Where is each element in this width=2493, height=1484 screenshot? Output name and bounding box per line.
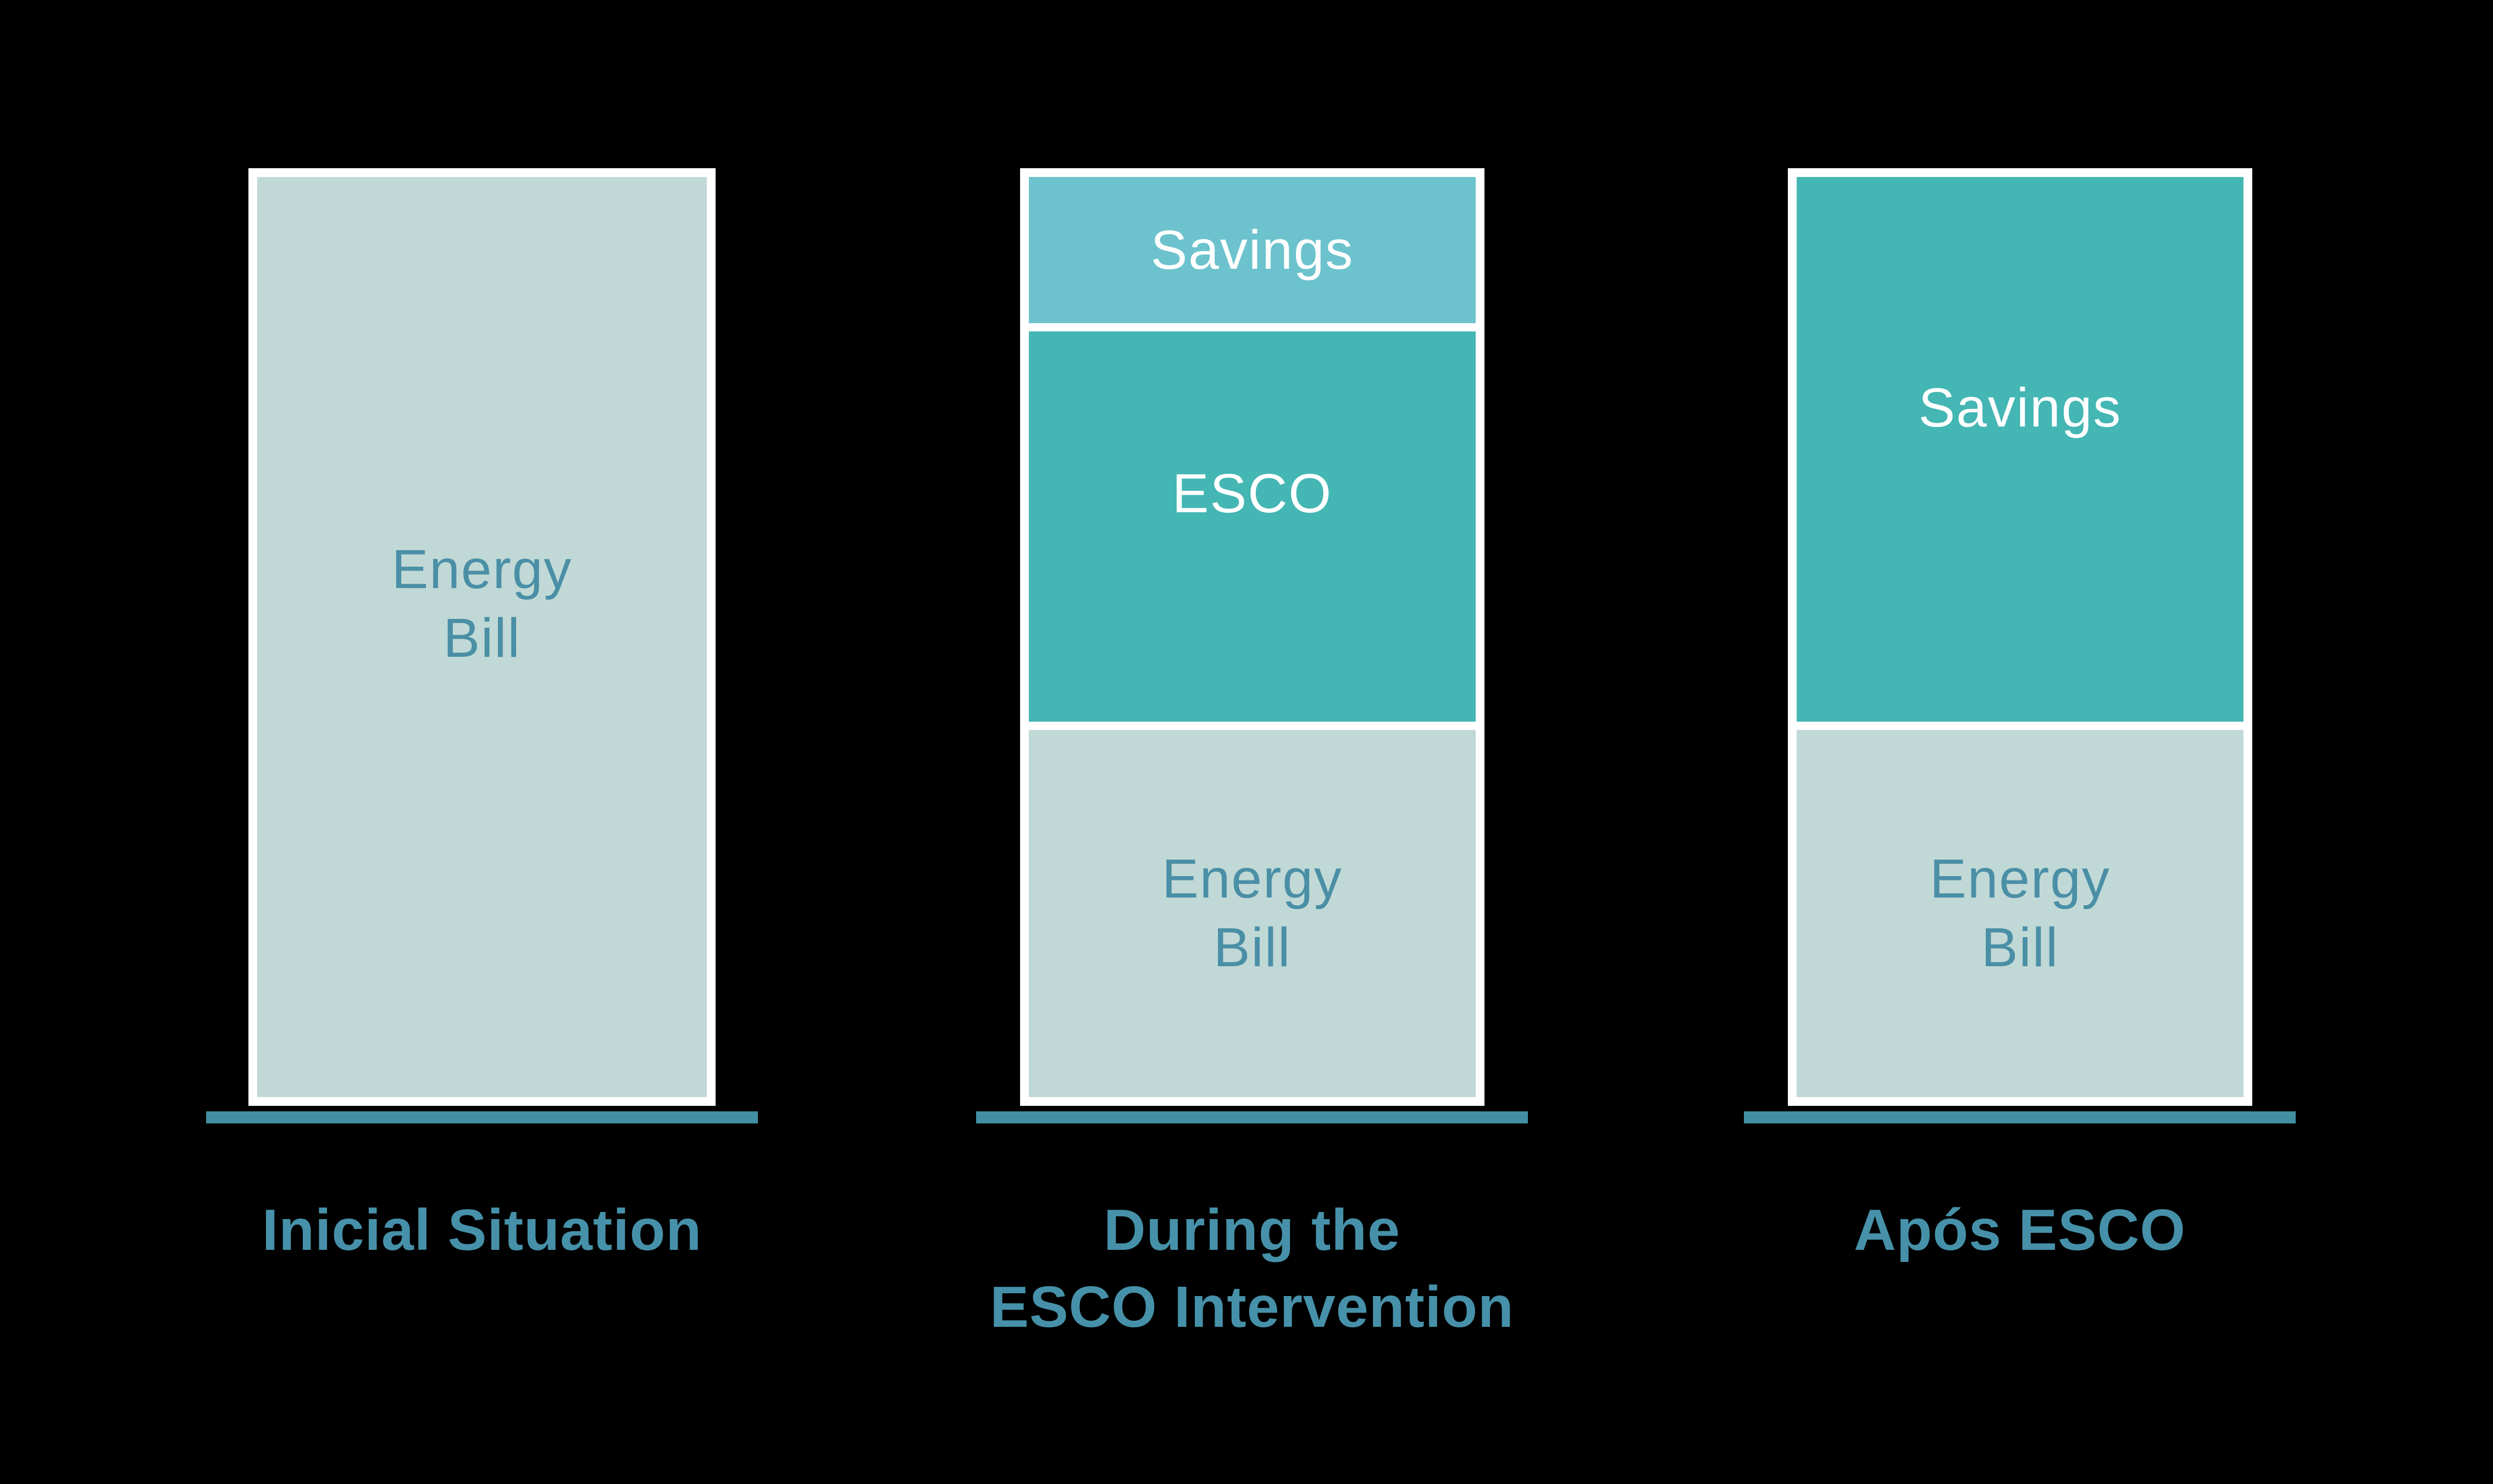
baseline-rule xyxy=(976,1111,1528,1123)
segment-label-energy-bill: Energy Bill xyxy=(391,539,573,669)
caption-line: Após ESCO xyxy=(1854,1198,2186,1262)
caption-apos-esco: Após ESCO xyxy=(1608,1192,2432,1269)
segment-label-energy-bill: Energy Bill xyxy=(1162,848,1343,978)
segment-energy-bill: Energy Bill xyxy=(257,177,707,1097)
bar-inicial-situation: Energy Bill xyxy=(248,168,716,1106)
caption-inicial-situation: Inicial Situation xyxy=(70,1192,894,1269)
baseline-rule xyxy=(1744,1111,2296,1123)
segment-energy-bill: Energy Bill xyxy=(1029,730,1476,1097)
segment-label-savings: Savings xyxy=(1918,377,2122,439)
caption-line: Inicial Situation xyxy=(262,1198,702,1262)
segment-energy-bill: Energy Bill xyxy=(1797,730,2243,1097)
segment-savings: Savings xyxy=(1797,177,2243,722)
bar-apos-esco: Savings Energy Bill xyxy=(1788,168,2252,1106)
baseline-rule xyxy=(206,1111,758,1123)
caption-during-esco-intervention: During the ESCO Intervention xyxy=(840,1192,1664,1345)
segment-label-esco: ESCO xyxy=(1172,462,1333,524)
bar-during-esco-intervention: Savings ESCO Energy Bill xyxy=(1020,168,1484,1106)
caption-line: During the xyxy=(1104,1198,1400,1262)
segment-esco: ESCO xyxy=(1029,331,1476,722)
caption-line: ESCO Intervention xyxy=(990,1275,1514,1339)
segment-label-savings: Savings xyxy=(1150,219,1354,281)
segment-savings: Savings xyxy=(1029,177,1476,323)
segment-label-energy-bill: Energy Bill xyxy=(1930,848,2110,978)
